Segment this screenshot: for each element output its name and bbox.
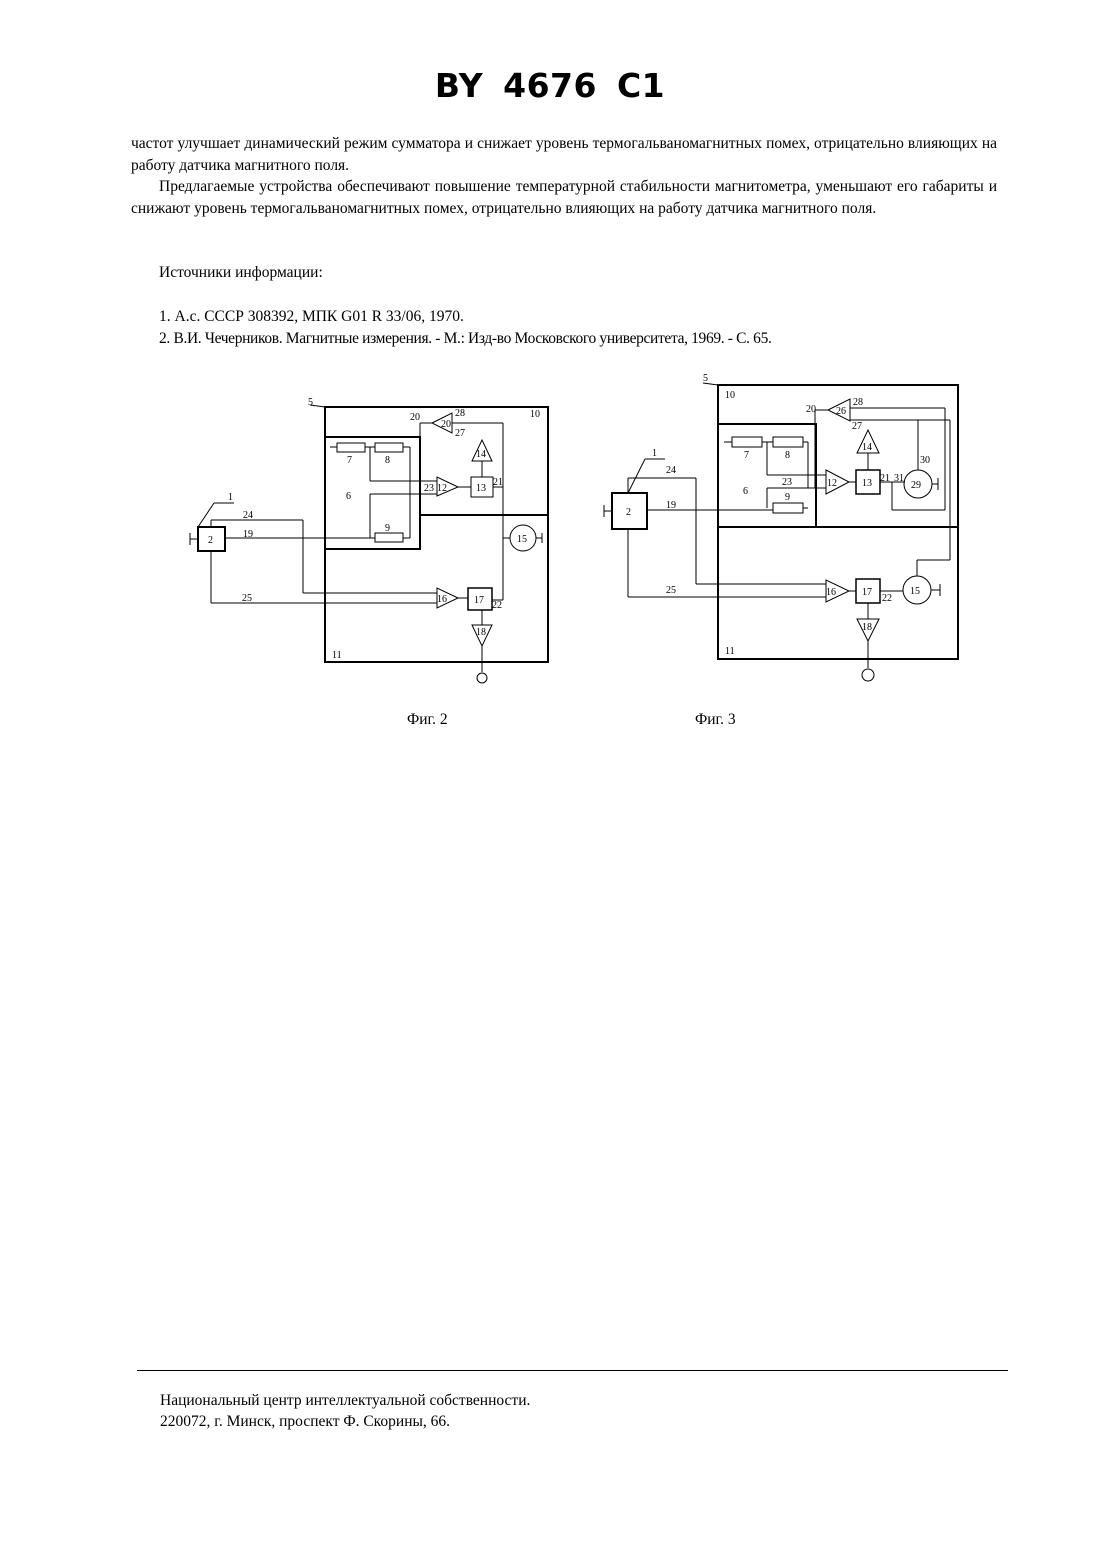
figure-3 [604, 383, 958, 681]
fig3-label-6: 6 [743, 486, 748, 497]
fig3-label-1: 1 [652, 448, 657, 459]
fig3-label-19: 19 [666, 500, 676, 511]
fig3-label-5: 5 [703, 373, 708, 384]
fig2-label-5: 5 [308, 397, 313, 408]
fig2-label-17: 17 [474, 595, 484, 606]
figures-drawing: 5 1 2 24 19 25 7 8 6 9 20 20 28 27 10 14… [0, 360, 1100, 700]
fig3-label-30: 30 [920, 455, 930, 466]
footer-line-2: 220072, г. Минск, проспект Ф. Скорины, 6… [160, 1411, 530, 1432]
fig3-label-10: 10 [725, 390, 735, 401]
fig2-label-21: 21 [493, 477, 503, 488]
patent-number-header: BY 4676 C1 [0, 66, 1100, 105]
footer: Национальный центр интеллектуальной собс… [160, 1390, 530, 1432]
reference-1: 1. А.с. СССР 308392, МПК G01 R 33/06, 19… [159, 306, 772, 328]
fig3-label-15: 15 [910, 586, 920, 597]
fig3-label-31: 31 [894, 473, 904, 484]
fig2-resistor-8 [375, 443, 403, 452]
fig2-label-22: 22 [492, 600, 502, 611]
fig2-label-18: 18 [476, 627, 486, 638]
figure-3-caption: Фиг. 3 [695, 711, 736, 729]
fig3-resistor-8 [773, 437, 803, 447]
fig2-label-14: 14 [476, 449, 486, 460]
sources-title: Источники информации: [159, 264, 323, 282]
fig2-label-12: 12 [437, 483, 447, 494]
fig3-output-terminal [862, 669, 874, 681]
fig2-label-25: 25 [242, 593, 252, 604]
reference-2: 2. В.И. Чечерников. Магнитные измерения.… [159, 328, 772, 350]
fig2-label-27: 27 [455, 428, 465, 439]
fig2-label-15: 15 [517, 534, 527, 545]
fig2-label-16: 16 [437, 594, 447, 605]
footer-line-1: Национальный центр интеллектуальной собс… [160, 1390, 530, 1411]
fig3-label-26: 26 [836, 406, 846, 417]
fig3-label-23: 23 [782, 477, 792, 488]
footer-divider [137, 1370, 1008, 1371]
fig3-label-27: 27 [852, 421, 862, 432]
fig3-label-29: 29 [911, 480, 921, 491]
fig2-label-8: 8 [385, 455, 390, 466]
fig3-resistor-7 [732, 437, 762, 447]
fig3-label-12: 12 [827, 478, 837, 489]
fig3-label-2: 2 [626, 507, 631, 518]
fig2-output-terminal [477, 673, 487, 683]
references-list: 1. А.с. СССР 308392, МПК G01 R 33/06, 19… [159, 306, 772, 350]
fig2-block-5 [325, 407, 548, 662]
fig2-resistor-7 [337, 443, 365, 452]
fig2-label-19: 19 [243, 529, 253, 540]
fig3-label-22: 22 [882, 593, 892, 604]
fig3-label-9: 9 [785, 492, 790, 503]
fig2-label-13: 13 [476, 483, 486, 494]
fig2-label-1: 1 [228, 492, 233, 503]
figure-2 [190, 405, 548, 683]
fig2-resistor-9 [375, 533, 403, 542]
fig3-label-13: 13 [862, 478, 872, 489]
figure-3-labels: 5 10 1 2 24 19 25 7 8 6 9 23 12 13 21 31… [626, 373, 930, 657]
fig3-label-16: 16 [826, 587, 836, 598]
fig2-label-2: 2 [208, 535, 213, 546]
fig3-label-14: 14 [862, 442, 872, 453]
fig3-label-18: 18 [862, 622, 872, 633]
fig3-label-20: 20 [806, 404, 816, 415]
fig3-label-24: 24 [666, 465, 676, 476]
fig3-label-17: 17 [862, 587, 872, 598]
fig3-label-21: 21 [880, 473, 890, 484]
figure-2-caption: Фиг. 2 [407, 711, 448, 729]
fig2-label-28: 28 [455, 408, 465, 419]
fig3-label-11: 11 [725, 646, 735, 657]
body-text: частот улучшает динамический режим сумма… [131, 133, 997, 219]
fig3-block-5 [718, 385, 958, 659]
fig2-label-23: 23 [424, 483, 434, 494]
paragraph-2: Предлагаемые устройства обеспечивают пов… [131, 176, 997, 219]
fig3-label-8: 8 [785, 450, 790, 461]
fig3-label-28: 28 [853, 397, 863, 408]
fig3-resistor-9 [773, 503, 803, 513]
fig2-label-20-triangle: 20 [441, 419, 451, 430]
fig3-label-25: 25 [666, 585, 676, 596]
fig2-label-11: 11 [332, 650, 342, 661]
paragraph-1: частот улучшает динамический режим сумма… [131, 133, 997, 176]
fig2-label-7: 7 [347, 455, 352, 466]
fig3-label-7: 7 [744, 450, 749, 461]
fig2-label-20: 20 [410, 412, 420, 423]
fig2-label-6: 6 [346, 491, 351, 502]
fig2-label-9: 9 [385, 523, 390, 534]
fig2-block-6 [325, 437, 420, 549]
fig2-label-10: 10 [530, 409, 540, 420]
fig2-label-24: 24 [243, 510, 253, 521]
